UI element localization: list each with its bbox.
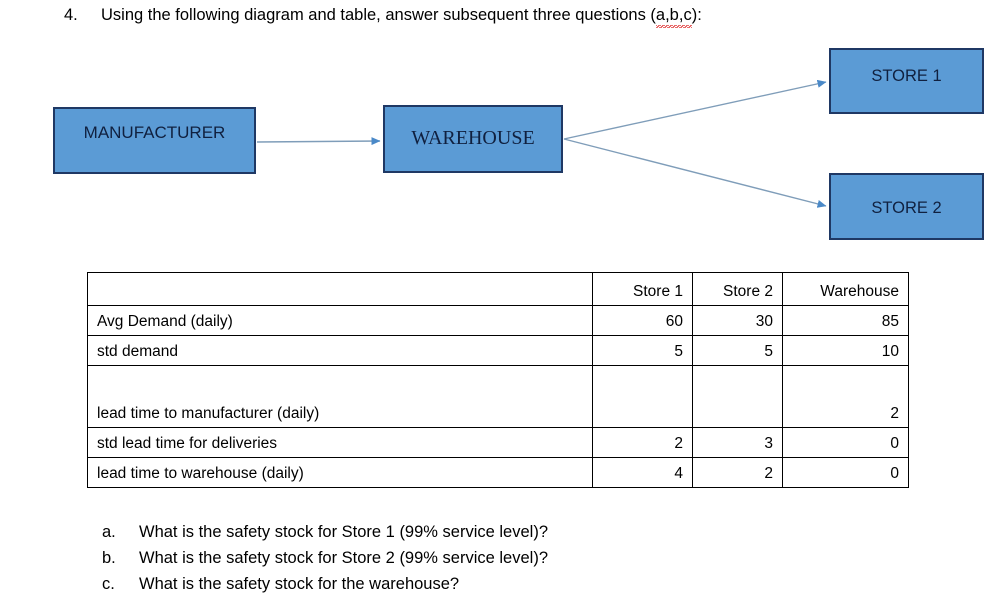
table-cell-label: lead time to warehouse (daily) <box>87 457 593 488</box>
edge-warehouse-to-store1 <box>563 79 827 140</box>
sub-question-b: b. What is the safety stock for Store 2 (… <box>102 545 548 571</box>
diagram-node-warehouse: WAREHOUSE <box>383 105 563 173</box>
diagram-node-store-2: STORE 2 <box>829 173 984 240</box>
table-cell-store-1: 2 <box>592 427 693 458</box>
table-cell-warehouse: 0 <box>782 427 909 458</box>
sub-question-a-text: What is the safety stock for Store 1 (99… <box>139 523 548 541</box>
table-cell-store-1 <box>592 365 693 428</box>
table-header-row: Store 1 Store 2 Warehouse <box>87 272 909 306</box>
table-row: lead time to manufacturer (daily) 2 <box>87 365 909 428</box>
table-cell-label: std lead time for deliveries <box>87 427 593 458</box>
table-cell-store-1: 5 <box>592 335 693 366</box>
diagram-node-store-1: STORE 1 <box>829 48 984 114</box>
table-cell-warehouse: 2 <box>782 365 909 428</box>
table-header-blank <box>87 272 593 306</box>
diagram-node-store-1-label: STORE 1 <box>871 67 942 85</box>
table-cell-store-2: 30 <box>692 305 783 336</box>
table-cell-store-1: 4 <box>592 457 693 488</box>
table-row: std lead time for deliveries 2 3 0 <box>87 427 909 458</box>
diagram-node-manufacturer: MANUFACTURER <box>53 107 256 174</box>
table-cell-store-2 <box>692 365 783 428</box>
table-row: lead time to warehouse (daily) 4 2 0 <box>87 457 909 488</box>
sub-question-a-marker: a. <box>102 523 116 541</box>
table-row: Avg Demand (daily) 60 30 85 <box>87 305 909 336</box>
supply-chain-diagram: MANUFACTURER WAREHOUSE STORE 1 STORE 2 <box>0 40 1003 250</box>
table-cell-store-2: 5 <box>692 335 783 366</box>
table-cell-warehouse: 0 <box>782 457 909 488</box>
diagram-connectors <box>256 79 827 208</box>
question-text-before: Using the following diagram and table, a… <box>101 6 656 24</box>
diagram-node-store-2-label: STORE 2 <box>871 199 942 217</box>
edge-manufacturer-to-warehouse <box>256 137 381 146</box>
table-header-store-1: Store 1 <box>592 272 693 306</box>
sub-questions-list: a. What is the safety stock for Store 1 (… <box>102 519 548 597</box>
table-cell-label: lead time to manufacturer (daily) <box>87 365 593 428</box>
sub-question-c: c. What is the safety stock for the wareh… <box>102 571 548 597</box>
table-header-store-2: Store 2 <box>692 272 783 306</box>
parameters-table: Store 1 Store 2 Warehouse Avg Demand (da… <box>87 272 909 488</box>
table-cell-warehouse: 85 <box>782 305 909 336</box>
table-cell-label: std demand <box>87 335 593 366</box>
table-cell-warehouse: 10 <box>782 335 909 366</box>
sub-question-b-marker: b. <box>102 549 116 567</box>
sub-question-c-text: What is the safety stock for the warehou… <box>139 575 460 593</box>
question-stem: 4. Using the following diagram and table,… <box>64 4 964 28</box>
sub-question-b-text: What is the safety stock for Store 2 (99… <box>139 549 548 567</box>
table-row: std demand 5 5 10 <box>87 335 909 366</box>
edge-warehouse-to-store2 <box>563 138 827 208</box>
table-cell-label: Avg Demand (daily) <box>87 305 593 336</box>
table-cell-store-1: 60 <box>592 305 693 336</box>
question-text-after: ): <box>691 6 702 24</box>
question-number: 4. <box>64 6 78 24</box>
diagram-node-manufacturer-label: MANUFACTURER <box>83 123 226 142</box>
sub-question-a: a. What is the safety stock for Store 1 (… <box>102 519 548 545</box>
diagram-node-warehouse-label: WAREHOUSE <box>411 127 535 149</box>
table-cell-store-2: 3 <box>692 427 783 458</box>
table-header-warehouse: Warehouse <box>782 272 909 306</box>
table-cell-store-2: 2 <box>692 457 783 488</box>
misspelled-word: a,b,c <box>655 6 692 28</box>
sub-question-c-marker: c. <box>102 575 115 593</box>
